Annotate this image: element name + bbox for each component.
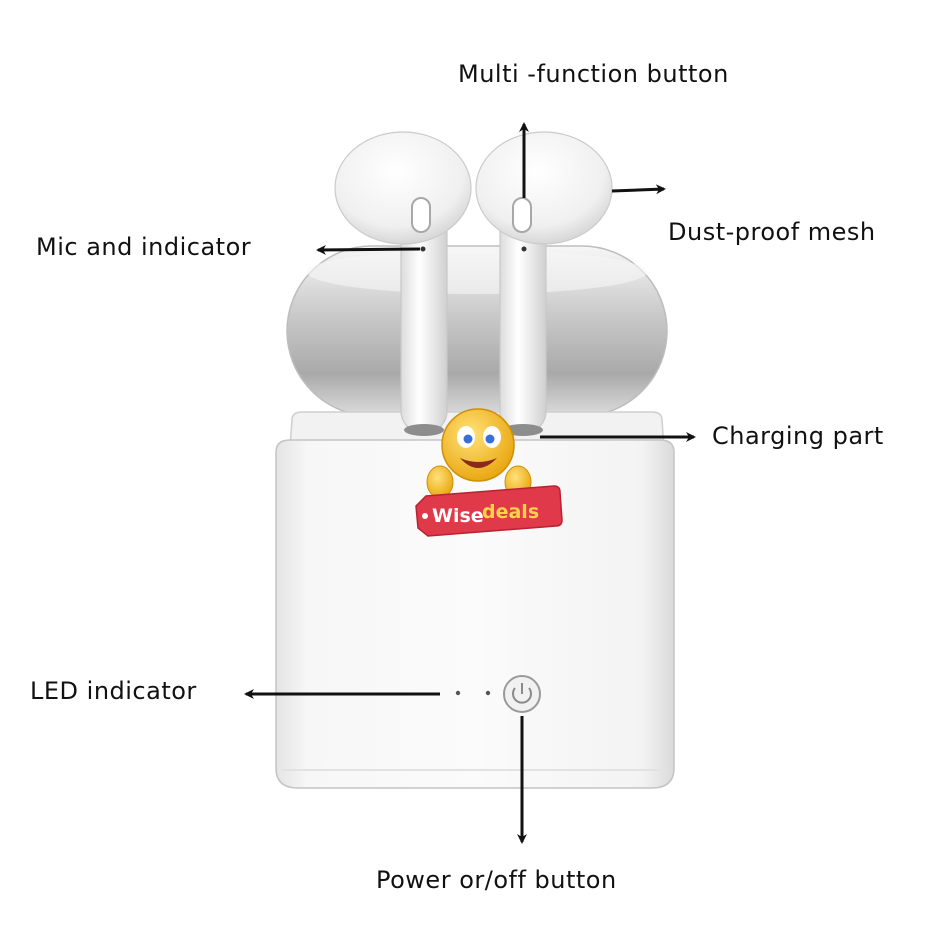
arrow-icon	[611, 184, 666, 195]
label-dust-proof-mesh: Dust-proof mesh	[668, 218, 876, 246]
watermark-word-1: Wise	[432, 505, 484, 527]
label-power-button: Power or/off button	[376, 866, 617, 894]
label-mic-and-indicator: Mic and indicator	[36, 233, 252, 261]
mic-hole-left	[420, 246, 426, 252]
callout-arrows	[244, 122, 696, 844]
power-icon[interactable]	[503, 675, 541, 713]
multi-function-button-right[interactable]	[512, 197, 532, 233]
case-lid	[286, 245, 668, 417]
label-multi-function-button: Multi -function button	[458, 60, 729, 88]
mic-hole-right	[521, 246, 527, 252]
led-dot	[485, 690, 491, 696]
arrow-icon	[316, 244, 421, 255]
label-charging-part: Charging part	[712, 422, 884, 450]
charging-case	[275, 439, 675, 789]
emoji-mascot-icon: Wise deals	[415, 408, 563, 537]
multi-function-button-left[interactable]	[411, 197, 431, 233]
watermark-word-2: deals	[482, 501, 539, 523]
led-dot	[455, 690, 461, 696]
label-led-indicator: LED indicator	[30, 677, 197, 705]
right-earbud	[475, 131, 613, 436]
left-earbud	[334, 131, 472, 436]
